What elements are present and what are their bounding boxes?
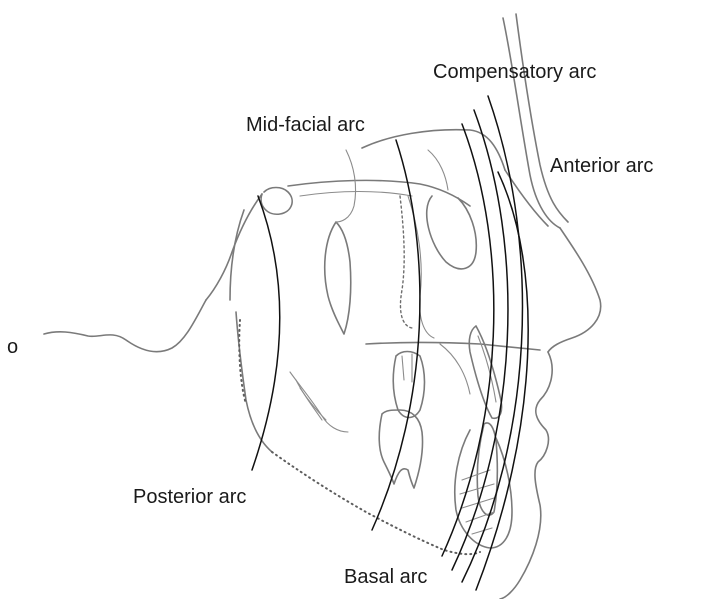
upper-molar [393, 352, 424, 418]
forehead-bone-line [516, 14, 568, 222]
pterygoid-plate [336, 150, 356, 222]
cranial-base-line [288, 180, 470, 206]
label-posterior-arc: Posterior arc [133, 486, 246, 508]
label-compensatory-arc: Compensatory arc [433, 61, 596, 83]
maxillary-alveolus [440, 344, 470, 394]
orbit-outline [427, 196, 477, 269]
maxilla-outline [408, 196, 434, 338]
label-basal-arc: Basal arc [344, 566, 427, 588]
posterior-arc [252, 196, 280, 470]
pterygomaxillary-fissure [325, 222, 351, 334]
maxilla-dashed-outline [400, 196, 412, 328]
label-origin: o [7, 336, 18, 358]
coronoid-process [290, 372, 348, 432]
frontal-sinus [428, 150, 448, 190]
upper-incisor [469, 326, 501, 418]
anterior-arc [476, 172, 528, 590]
cranium-inner-outline [230, 210, 244, 300]
mid-facial-arc [372, 140, 420, 530]
nose-profile [548, 228, 601, 352]
labels-group: Compensatory arc Mid-facial arc Anterior… [7, 61, 653, 588]
occipital-base-line [44, 300, 206, 352]
label-mid-facial-arc: Mid-facial arc [246, 114, 365, 136]
upper-molar-roots [402, 354, 412, 382]
nasal-bone [505, 170, 548, 226]
skull-tracing [44, 14, 601, 599]
sella-turcica [261, 188, 292, 215]
palatal-plane [366, 343, 540, 351]
label-anterior-arc: Anterior arc [550, 155, 653, 177]
